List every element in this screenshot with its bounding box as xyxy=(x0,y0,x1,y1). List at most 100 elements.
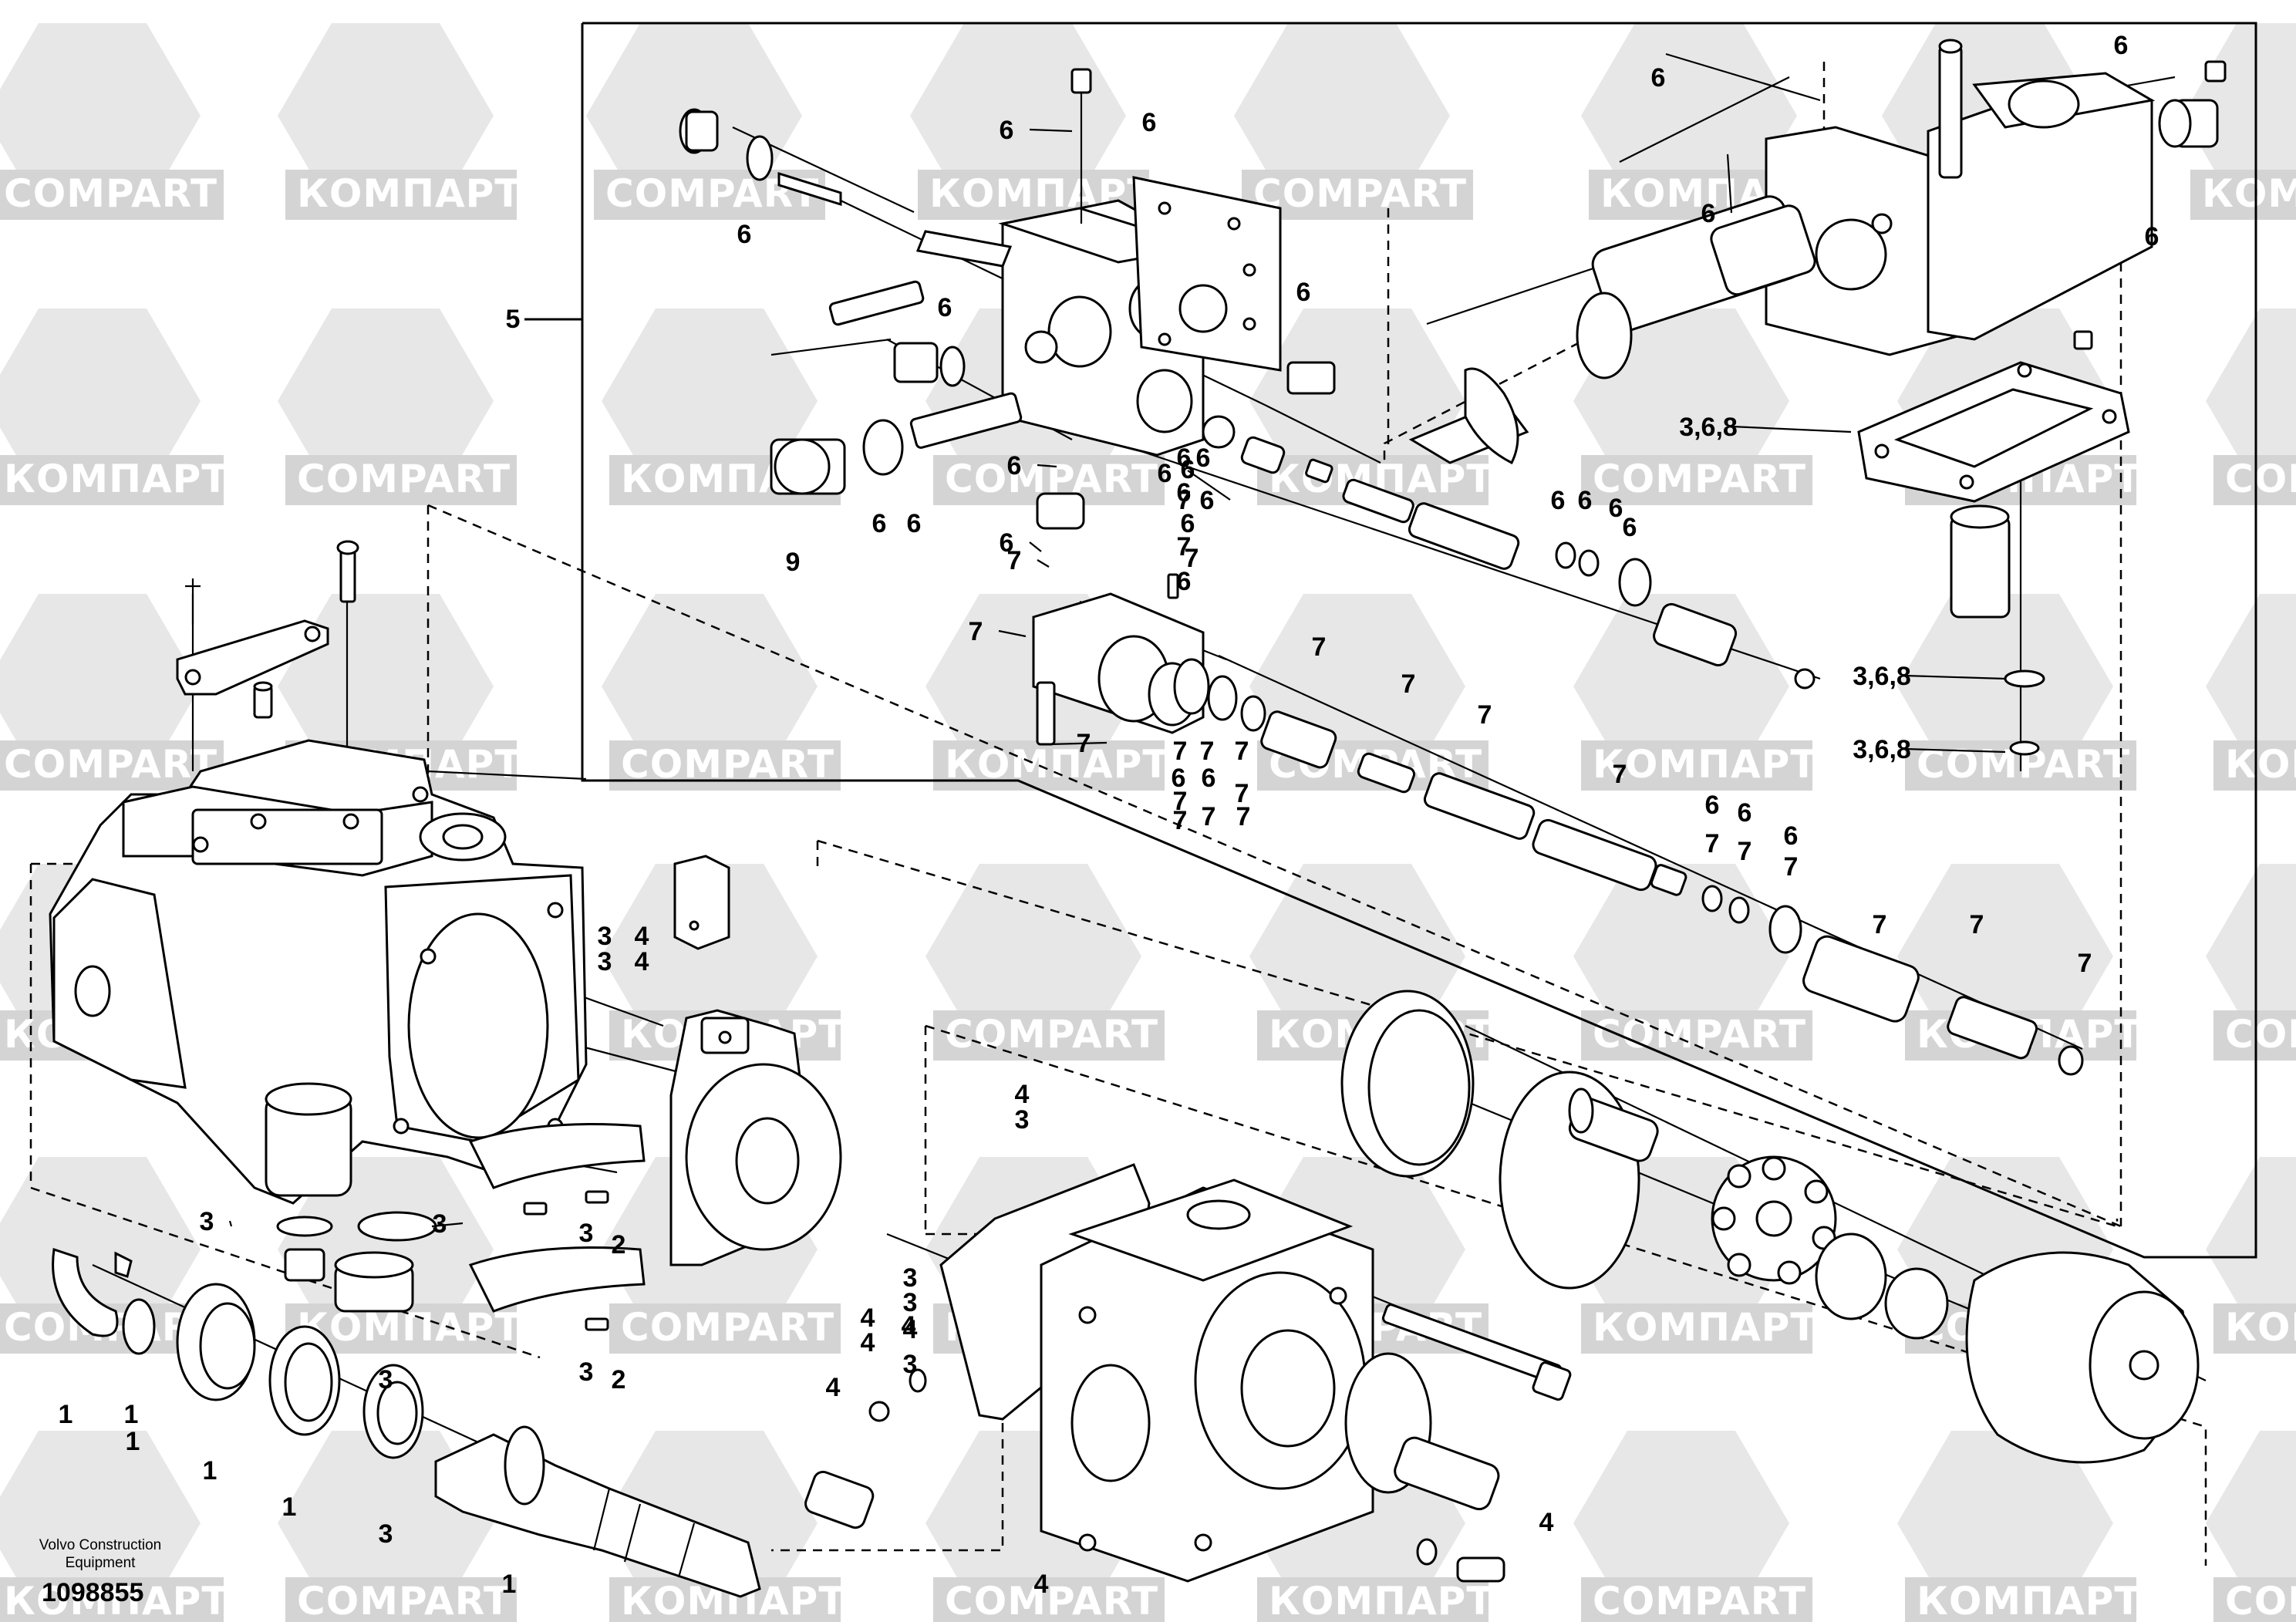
callout-label: 7 xyxy=(969,617,983,646)
callout-label: 6 xyxy=(1181,455,1195,484)
watermark-text: КОМПАРТ xyxy=(1269,1579,1493,1622)
callout-label: 4 xyxy=(1015,1080,1030,1109)
callout-label: 6 xyxy=(1177,478,1192,508)
rear-cover xyxy=(804,1163,1572,1583)
watermark-tile: КОМПАРТ xyxy=(0,1431,228,1622)
callout-label: 6 xyxy=(1202,764,1216,793)
watermark-band xyxy=(2213,1303,2296,1354)
brand-label: Volvo Construction Equipment xyxy=(15,1536,185,1572)
watermark-tile: КОМПАРТ xyxy=(1897,1431,2140,1622)
callout-label: 4 xyxy=(902,1311,916,1340)
callout-label: 3 xyxy=(379,1519,393,1549)
callout-label: 7 xyxy=(1478,700,1492,730)
watermark-hexagon xyxy=(278,309,494,494)
watermark-hexagon xyxy=(1573,1431,1789,1616)
callout-label: 4 xyxy=(1034,1570,1049,1599)
watermark-text: COMPART xyxy=(4,171,217,216)
spool-train-middle xyxy=(1173,658,2084,1076)
watermark-text: КОМПАРТ xyxy=(297,171,521,216)
callout-label: 3 xyxy=(598,947,612,976)
callout-label: 6 xyxy=(1705,791,1720,820)
callout-leader xyxy=(1904,747,2006,754)
callout-leader xyxy=(1187,470,1231,501)
watermark-hexagon xyxy=(602,309,818,494)
callout-leader xyxy=(228,1220,233,1227)
callout-leader xyxy=(1904,674,2006,680)
watermark-hexagon xyxy=(0,23,201,208)
watermark-hexagon xyxy=(2206,594,2296,779)
callout-label: 6 xyxy=(1172,764,1186,793)
watermark-text: COMPART xyxy=(2225,1012,2296,1057)
watermark-hexagon xyxy=(2206,1157,2296,1342)
callout-leader xyxy=(431,1222,464,1228)
callout-label: 6 xyxy=(1609,494,1623,523)
callout-label: 7 xyxy=(1235,779,1249,808)
callout-label: 9 xyxy=(786,548,801,577)
callout-label: 7 xyxy=(1784,852,1799,882)
callout-label: 3 xyxy=(379,1365,393,1394)
watermark-tile: COMPART xyxy=(2206,864,2296,1061)
callout-label: 6 xyxy=(907,509,922,538)
callout-label: 3 xyxy=(903,1288,918,1317)
watermark-hexagon xyxy=(0,1431,201,1616)
watermark-hexagon xyxy=(0,309,201,494)
callout-label: 3 xyxy=(579,1219,594,1248)
watermark-tile: КОМПАРТ xyxy=(0,309,228,505)
callout-label: 6 xyxy=(1142,108,1157,137)
callout-label: 7 xyxy=(1185,544,1199,573)
watermark-tile: COMPART xyxy=(0,594,224,791)
callout-label: 6 xyxy=(1651,63,1666,93)
callout-label: 1 xyxy=(124,1400,139,1429)
pump-housing xyxy=(49,739,588,1205)
callout-label: 3,6,8 xyxy=(1679,413,1738,442)
brand-line-2: Equipment xyxy=(65,1555,136,1571)
bearing-shells xyxy=(468,1123,646,1331)
callout-label: 4 xyxy=(1539,1508,1554,1537)
watermark-band xyxy=(0,1577,224,1622)
watermark-text: COMPART xyxy=(297,457,511,501)
callout-label: 2 xyxy=(612,1365,626,1394)
watermark-hexagon xyxy=(910,23,1126,208)
callout-leader xyxy=(1029,541,1042,552)
valve-block xyxy=(998,68,1282,457)
callout-label: 7 xyxy=(1401,669,1416,699)
watermark-text: КОМПАРТ xyxy=(2225,1305,2296,1350)
callout-label: 7 xyxy=(2078,949,2092,978)
callout-label: 4 xyxy=(861,1328,875,1357)
watermark-tile: COMPART xyxy=(1897,594,2136,791)
watermark-hexagon xyxy=(2206,864,2296,1049)
callout-label: 6 xyxy=(2114,31,2129,60)
callout-label: 6 xyxy=(1177,567,1192,596)
callout-label: 6 xyxy=(1177,443,1192,473)
watermark-band xyxy=(933,1010,1165,1061)
watermark-hexagon xyxy=(1249,309,1465,494)
callout-label: 4 xyxy=(826,1373,841,1402)
callout-label: 6 xyxy=(938,293,952,322)
watermark-text: COMPART xyxy=(1593,457,1806,501)
watermark-text: КОМПАРТ xyxy=(945,742,1169,787)
callout-label: 6 xyxy=(1738,798,1752,828)
watermark-band xyxy=(1581,455,1812,505)
watermark-text: COMPART xyxy=(1593,1012,1806,1057)
watermark-text: КОМПАРТ xyxy=(1593,742,1817,787)
watermark-hexagon xyxy=(602,864,818,1049)
callout-label: 6 xyxy=(1000,116,1014,145)
watermark-hexagon xyxy=(1897,594,2113,779)
drive-shaft-assembly xyxy=(52,1248,761,1598)
watermark-band xyxy=(1905,1577,2136,1622)
watermark-text: КОМПАРТ xyxy=(4,457,228,501)
callout-label: 7 xyxy=(1007,546,1022,575)
callout-label: 6 xyxy=(1181,509,1195,538)
callout-label: 7 xyxy=(1970,910,1984,939)
callout-label: 6 xyxy=(1200,486,1215,515)
drawing-number: 1098855 xyxy=(42,1578,144,1607)
watermark-hexagon xyxy=(602,594,818,779)
watermark-hexagon xyxy=(278,23,494,208)
spool-train-upper xyxy=(1240,436,1816,690)
regulator-housing xyxy=(1408,39,2227,465)
callout-leader xyxy=(1731,425,1852,433)
watermark-band xyxy=(285,170,517,220)
callout-label: 4 xyxy=(635,922,649,951)
watermark-text: COMPART xyxy=(621,1305,834,1350)
